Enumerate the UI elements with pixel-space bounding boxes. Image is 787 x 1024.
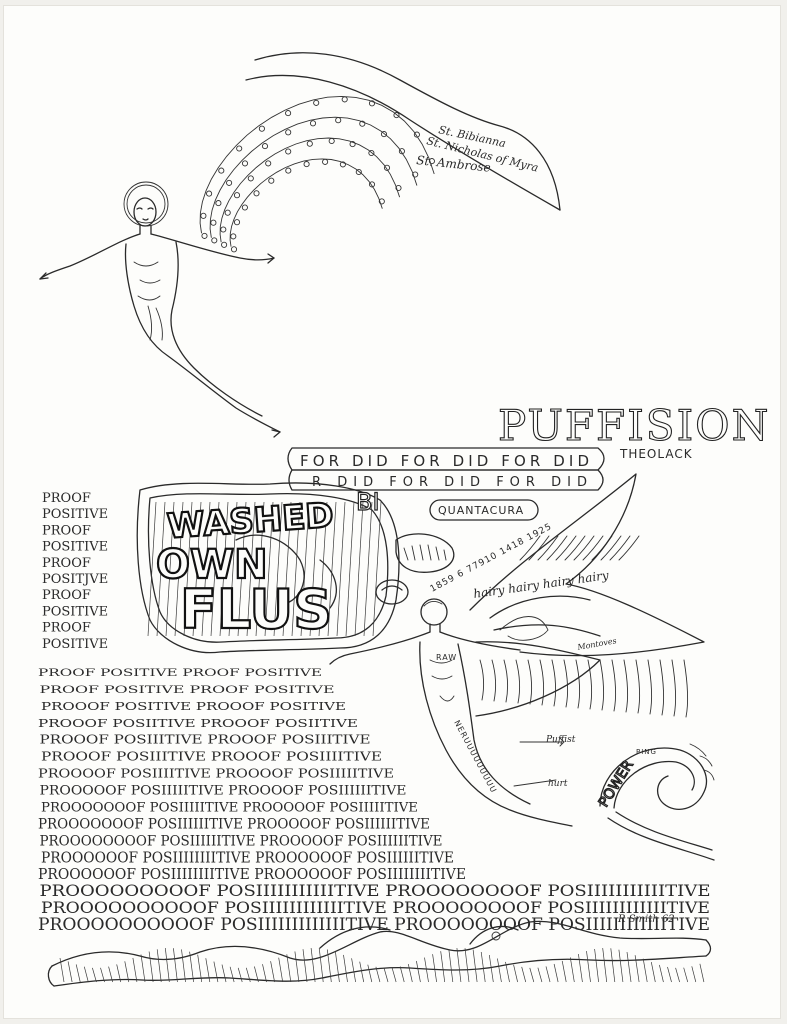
proof-column-word: POSITIVE: [42, 637, 108, 652]
proof-line: PROOOOOOOOOOF POSIIIIIIIIIIIIITIVE PROOO…: [38, 915, 710, 934]
proof-line: PROOOF POSIITIVE PROOOF POSIITIVE: [38, 717, 358, 730]
proof-line: PROOOOOOF POSIIIIIIIITIVE PROOOOOOF POSI…: [38, 865, 466, 883]
paper-sheet: [4, 6, 780, 1018]
artist-signature: R Smith 62: [617, 914, 675, 925]
power-ping-worm: POWER PING: [595, 743, 715, 861]
quantacura-capsule: QUANTACURA: [429, 499, 539, 521]
montoves-text: Montoves: [576, 636, 618, 652]
proof-line: PROOF POSITIVE PROOF POSITIVE: [38, 668, 322, 679]
proof-line: PROOOF POSIIITIVE PROOOF POSIIIITIVE: [41, 750, 382, 764]
banner-top-text: FOR DID FOR DID FOR DID: [300, 452, 590, 470]
neru-label: NERUUUUUUUUU: [452, 719, 498, 795]
cloud-word-washed: WASHED: [166, 495, 335, 547]
proof-column-word: POSITJVE: [42, 572, 108, 587]
spiral-plume-drawing: [199, 95, 435, 253]
letters-bi: BI: [356, 488, 380, 516]
proof-column-word: PROOF: [42, 556, 91, 571]
saints-ribbon: St. Bibianna St. Nicholas of Myra St. Am…: [245, 52, 561, 211]
proof-column-word: PROOF: [42, 523, 91, 538]
title-puffision: PUFFISION: [498, 401, 770, 450]
proof-positive-column: PROOFPOSITIVEPROOFPOSITIVEPROOFPOSITJVEP…: [42, 491, 108, 652]
proof-positive-lines: PROOF POSITIVE PROOF POSITIVE PROOF POSIT…: [38, 668, 711, 934]
proof-line: PROOOOOOF POSIIIIIIIITIVE PROOOOOOF POSI…: [41, 849, 454, 866]
power-text: POWER: [596, 757, 637, 810]
flying-angel-drawing: [39, 181, 281, 438]
proof-column-word: POSITIVE: [42, 540, 108, 555]
proof-line: PROOOF POSIIITIVE PROOOF POSIIITIVE: [40, 733, 371, 747]
proof-column-word: POSITIVE: [42, 507, 108, 522]
cloud-word-own: OWN: [156, 542, 268, 588]
proof-column-word: POSITIVE: [42, 604, 108, 619]
proof-line: PROOOF POSITIVE PROOOF POSITIVE: [41, 700, 346, 713]
ping-text: PING: [636, 748, 657, 756]
cloud-word-flus: FLUS: [180, 578, 332, 641]
proof-line: PROOOOF POSIIIITIVE PROOOOF POSIIIIITIVE: [38, 766, 394, 781]
raw-label: RAW: [436, 653, 457, 662]
proof-line: PROOOOOOOOF POSIIIIIITIVE PROOOOOF POSII…: [40, 833, 443, 849]
scroll-ornaments: [375, 533, 455, 605]
proof-line: PROOF POSITIVE PROOF POSITIVE: [40, 684, 335, 696]
banner-bottom-text: R DID FOR DID FOR DID: [312, 475, 588, 490]
washed-cloud-drawing: WASHED OWN FLUS: [136, 482, 400, 654]
proof-line: PROOOOOOOF POSIIIIIITIVE PROOOOOF POSIII…: [38, 816, 430, 832]
proof-column-word: PROOF: [42, 621, 91, 636]
proof-column-word: PROOF: [42, 588, 91, 603]
proof-line: PROOOOOOOF POSIIIIITIVE PROOOOOF POSIIII…: [41, 801, 418, 816]
proof-column-word: PROOF: [42, 491, 91, 506]
bottom-serpent-drawing: [47, 920, 712, 987]
proof-line: PROOOOOF POSIIIIITIVE PROOOOF POSIIIIIIT…: [40, 784, 407, 799]
proof-line: PROOOOOOOOOOF POSIIIIIIIIIIIITIVE PROOOO…: [41, 898, 710, 917]
proof-line: PROOOOOOOOOF POSIIIIIIIIIIITIVE PROOOOOO…: [40, 882, 711, 900]
hurt-label: hurt: [548, 779, 568, 789]
for-did-banner: FOR DID FOR DID FOR DID R DID FOR DID FO…: [287, 447, 605, 491]
hairy-text: hairy hairy hairy hairy: [472, 568, 609, 601]
puffist-label: Puffist: [545, 735, 576, 745]
quantacura-text: QUANTACURA: [438, 504, 524, 517]
subtitle-theolack: THEOLACK: [619, 447, 693, 461]
